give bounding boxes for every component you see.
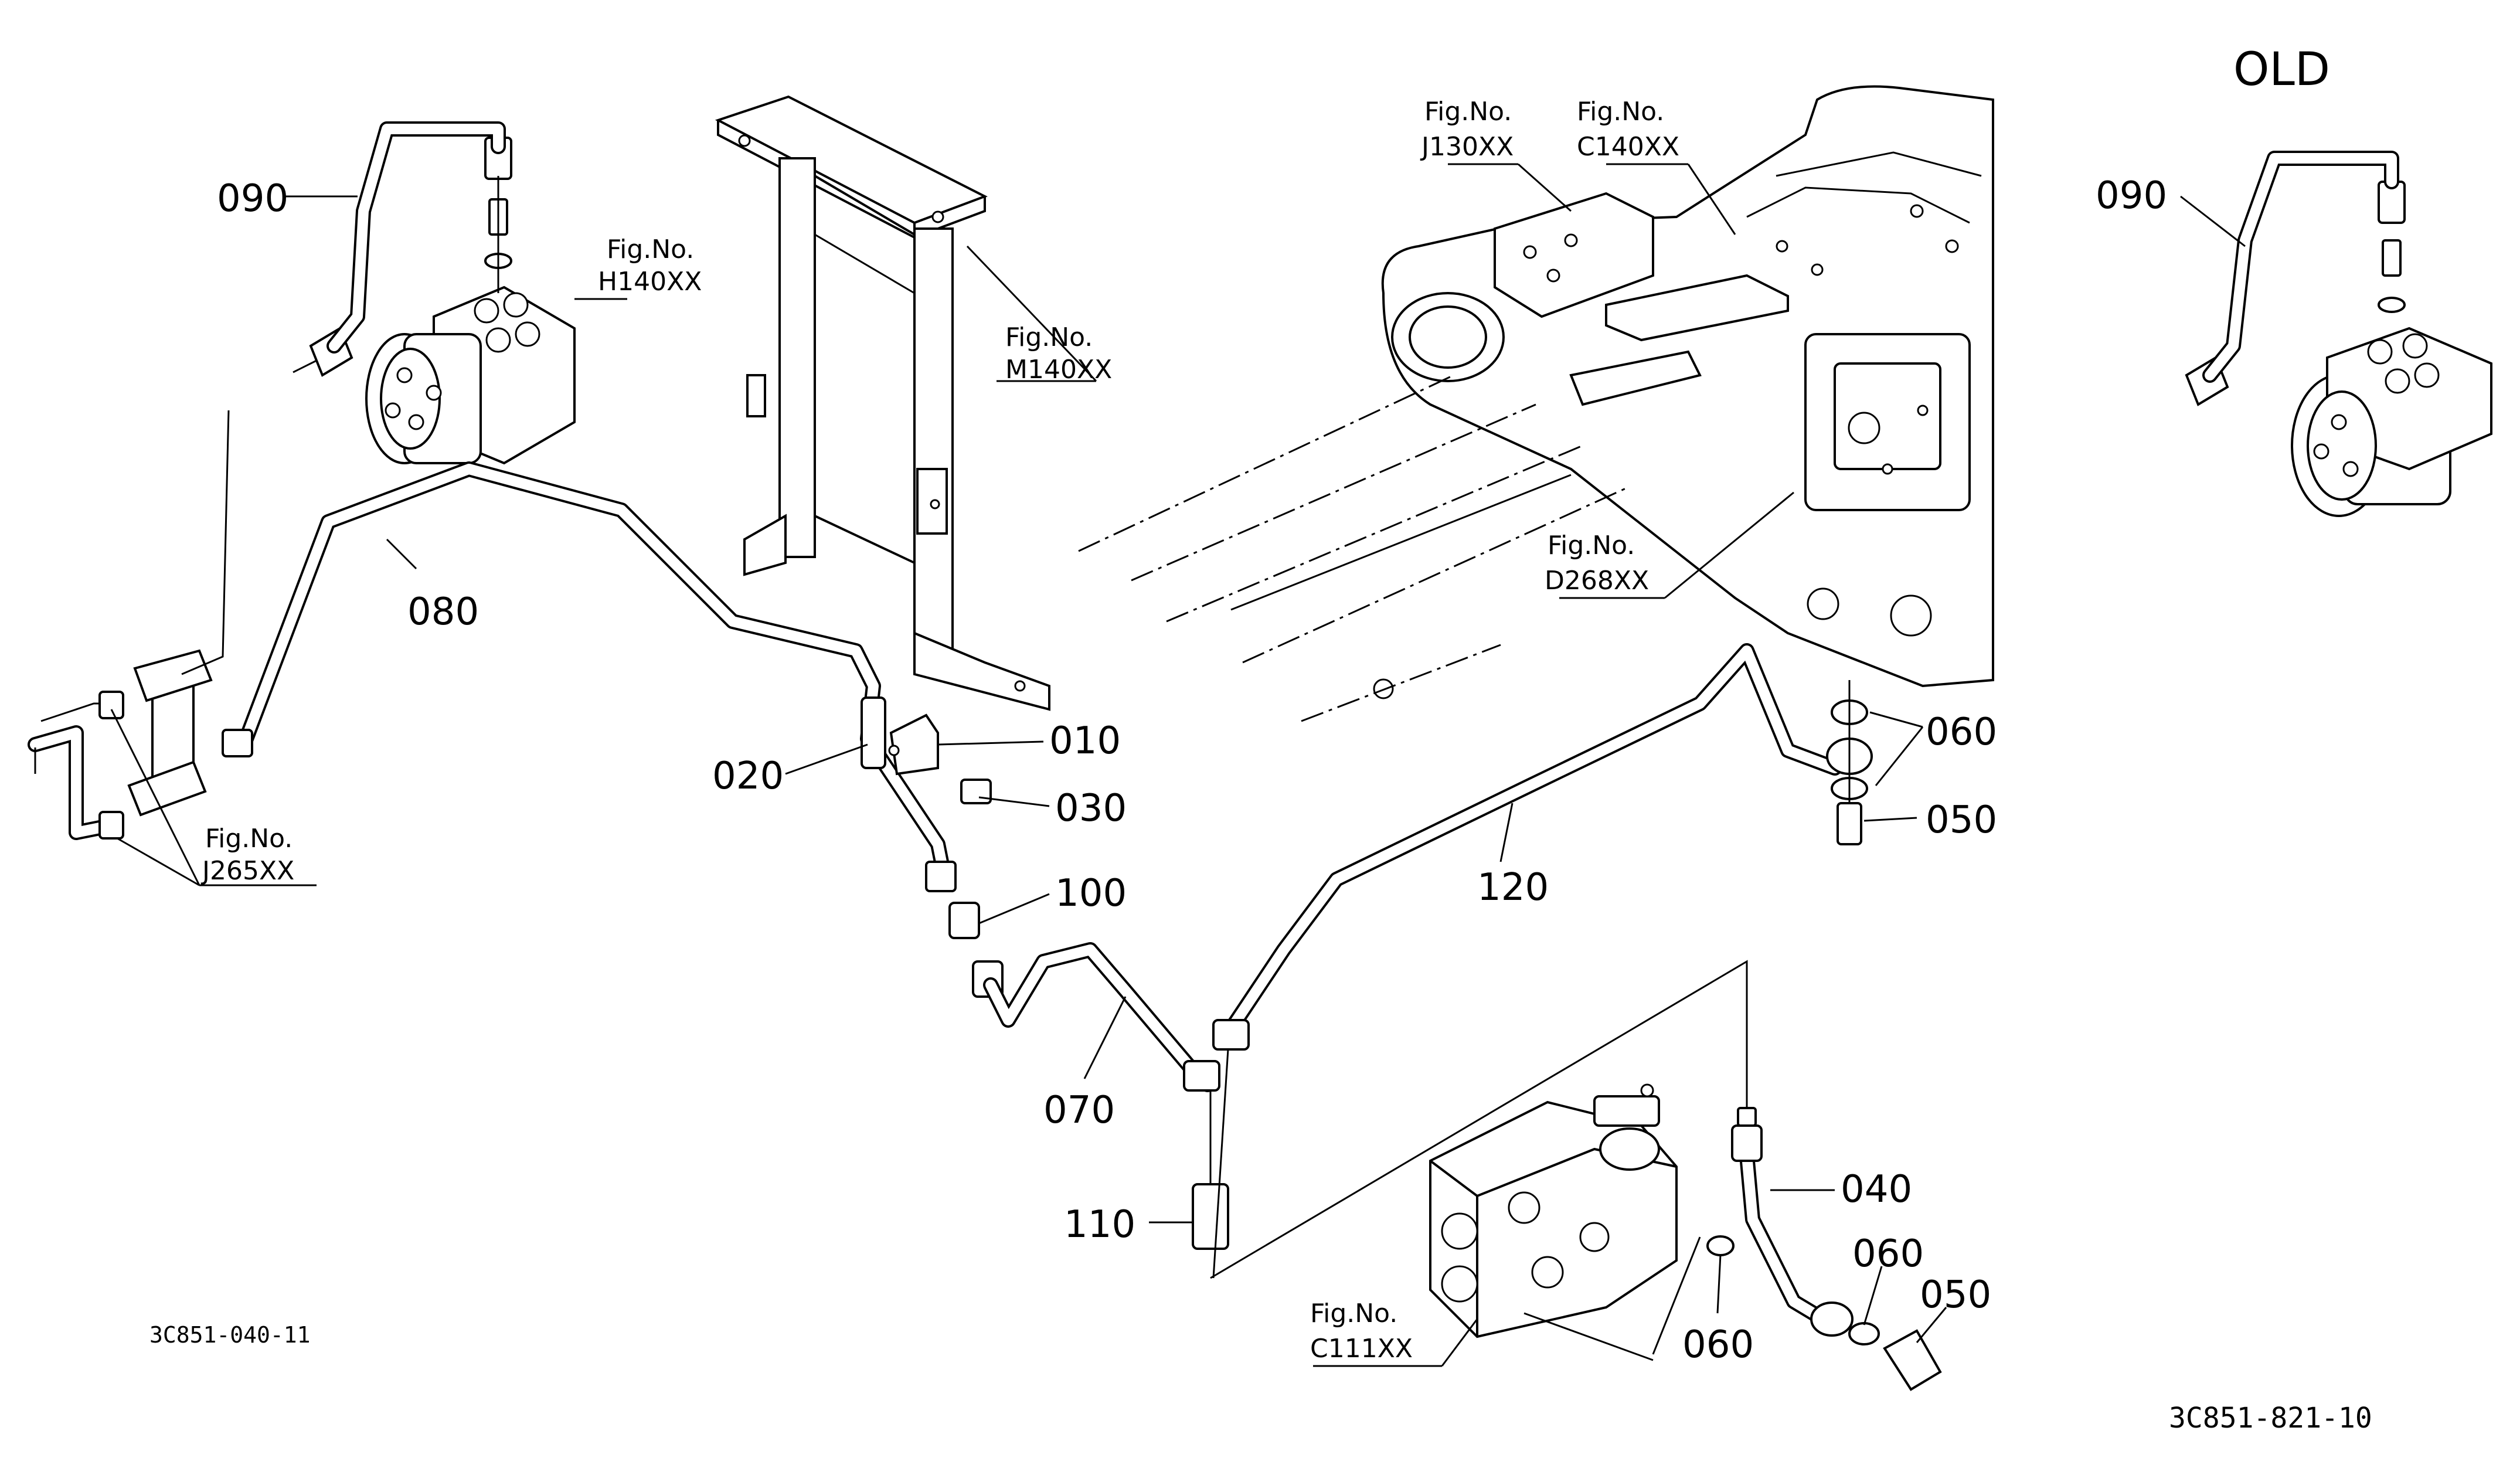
drawing-code-left: 3C851-040-11 (149, 1322, 311, 1348)
fig-ref-c111-line1: Fig.No. (1310, 1299, 1397, 1328)
fig-ref-h140-line1: Fig.No. (607, 235, 694, 264)
adapter-110 (1192, 1049, 1229, 1279)
fig-ref-c111-line2: C111XX (1310, 1334, 1413, 1364)
pipe-120 (1212, 643, 1842, 1051)
part-number-020: 020 (712, 755, 784, 798)
part-number-050-lower: 050 (1920, 1273, 1991, 1317)
part-number-090: 090 (217, 177, 288, 220)
frame-rails-dashed (1078, 374, 1630, 722)
pipe-080 (222, 461, 957, 892)
fig-ref-c140-line2: C140XX (1577, 132, 1679, 162)
part-number-040: 040 (1841, 1168, 1912, 1211)
part-number-010: 010 (1049, 719, 1121, 763)
part-number-060-lower-left: 060 (1682, 1323, 1754, 1367)
part-number-090-old: 090 (2096, 174, 2167, 218)
clamp-assembly (861, 696, 992, 804)
pipe-070 (983, 942, 1220, 1092)
tee-connector (28, 410, 230, 840)
fig-ref-j265-line2: J265XX (200, 856, 294, 886)
part-number-110: 110 (1064, 1203, 1135, 1246)
frame-bracket (715, 95, 1050, 711)
banjo-fitting-upper (1826, 680, 1873, 845)
leader-lines (110, 163, 2246, 1367)
old-steering-unit (2185, 151, 2492, 517)
part-number-050-upper: 050 (1926, 798, 1997, 842)
pipe-090 (327, 121, 506, 354)
part-number-030: 030 (1055, 787, 1127, 830)
part-number-080: 080 (407, 590, 479, 634)
part-number-100: 100 (1055, 872, 1127, 915)
fig-ref-j265-line1: Fig.No. (205, 824, 293, 854)
control-valve (1429, 1083, 1678, 1338)
part-number-120: 120 (1477, 866, 1549, 909)
steering-unit (365, 286, 576, 465)
fig-ref-d268-line1: Fig.No. (1548, 531, 1635, 560)
transmission-housing (1373, 85, 1994, 699)
fig-ref-m140-line2: M140XX (1005, 355, 1112, 385)
drawing-code-right: 3C851-821-10 (2169, 1402, 2372, 1435)
fig-ref-c140-line1: Fig.No. (1577, 97, 1664, 127)
fig-ref-d268-line2: D268XX (1545, 566, 1649, 596)
part-number-060-upper: 060 (1926, 711, 1997, 754)
valve-leaders (1210, 960, 1748, 1361)
fig-ref-m140-line1: Fig.No. (1005, 322, 1093, 352)
part-number-070: 070 (1043, 1089, 1115, 1132)
part-number-060-lower-right: 060 (1852, 1232, 1924, 1276)
fig-ref-j130-line2: J130XX (1420, 132, 1514, 162)
old-label: OLD (2233, 43, 2330, 96)
fig-ref-j130-line1: Fig.No. (1424, 97, 1512, 127)
pipe-040 (1706, 1107, 1942, 1391)
fig-ref-h140-line2: H140XX (598, 267, 702, 297)
